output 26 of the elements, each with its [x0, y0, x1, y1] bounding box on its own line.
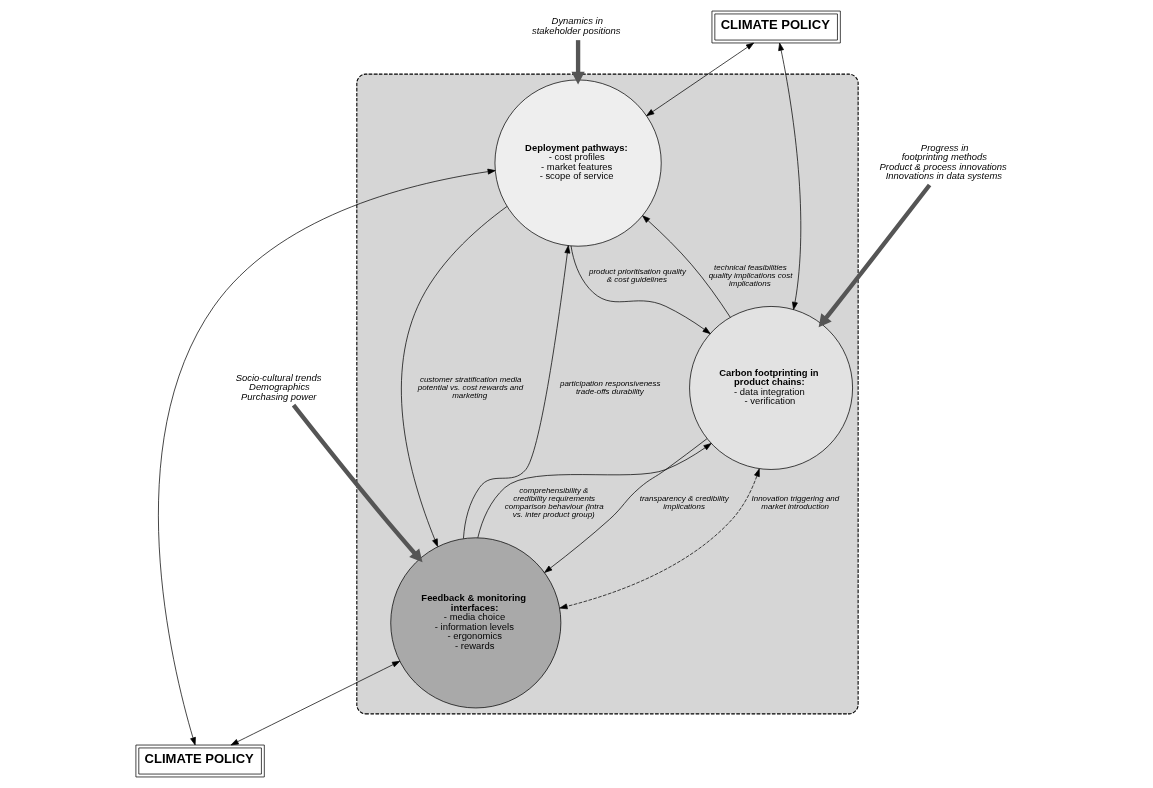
node-circle: Deployment pathways: - cost profiles - market features - scope of service: [494, 79, 662, 247]
arrow: [291, 403, 423, 563]
edge-label: product prioritisation quality & cost guidelines: [588, 266, 686, 284]
node-text: Progress in footprinting methods Product & process innovations Innovations in data systems: [879, 142, 1007, 182]
arrow: [543, 438, 707, 573]
edge-label: technical feasibilities quality implications cost implications: [708, 262, 792, 288]
arrow: [641, 215, 731, 318]
node-circle: Carbon footprinting in product chains: - data integration - verification: [688, 306, 853, 470]
arrow: [777, 42, 801, 310]
arrow: [570, 245, 711, 334]
arrow: [157, 168, 496, 746]
node-text: Socio-cultural trends Demographics Purchasing power: [235, 371, 322, 402]
arrow: [558, 468, 760, 610]
arrow: [230, 660, 400, 746]
edge-label: Innovation triggering and market introduction: [750, 494, 839, 512]
node-text: Dynamics in stakeholder positions: [531, 15, 621, 36]
arrow: [400, 206, 507, 547]
edge-label: participation responsiveness trade-offs durability: [559, 378, 661, 396]
arrow: [462, 245, 570, 539]
arrow: [570, 40, 585, 85]
arrow: [818, 183, 931, 328]
arrow: [476, 443, 711, 539]
arrow: [645, 42, 754, 117]
edge-label: comprehensibility & credibility requirements comparison behaviour (intra vs. inter product group): [504, 486, 604, 520]
edge-label: transparency & credibility implications: [639, 494, 729, 512]
edge-label: customer stratification media potential vs. cost rewards and marketing: [417, 374, 523, 400]
